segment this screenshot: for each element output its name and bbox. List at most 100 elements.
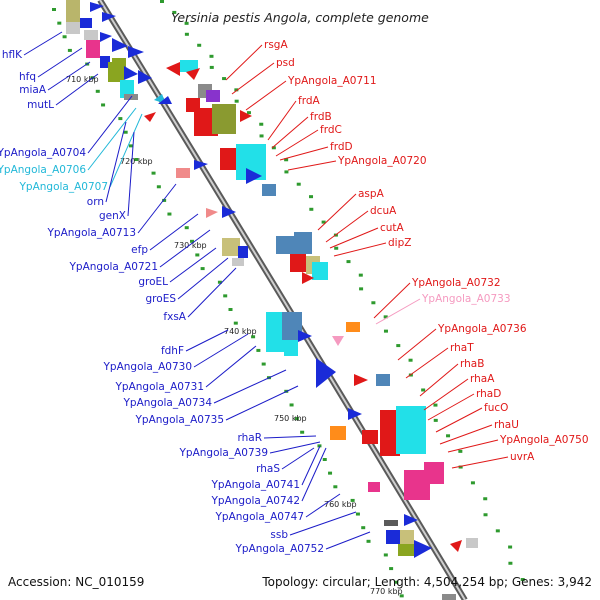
gene-label-left: YpAngola_A0752 (234, 543, 324, 555)
leader-line (287, 160, 337, 171)
leader-line (55, 73, 99, 106)
gene-label-right: rhaT (450, 342, 474, 354)
tick-label: 710 kbp (66, 75, 99, 84)
gene-label-left: YpAngola_A0734 (122, 397, 212, 409)
gene-block (222, 238, 240, 256)
gene-block (384, 520, 398, 526)
leader-line (447, 439, 499, 453)
gene-label-right: rhaU (494, 419, 519, 431)
gene-label-left: YpAngola_A0713 (46, 227, 136, 239)
leader-line (205, 345, 257, 388)
gene-block (312, 262, 328, 280)
gene-label-right: frdD (330, 141, 353, 153)
gene-label-left: YpAngola_A0747 (214, 511, 304, 523)
gene-label-right: frdB (310, 111, 332, 123)
gene-label-left: orn (87, 196, 104, 208)
leader-line (329, 227, 379, 249)
gene-label-right: YpAngola_A0736 (437, 323, 527, 335)
gene-block (66, 22, 80, 34)
gene-label-right: rhaB (460, 358, 484, 370)
gene-arrow (144, 112, 156, 122)
gene-block (386, 530, 400, 544)
gene-block (176, 168, 190, 178)
gene-label-left: miaA (19, 84, 47, 96)
leader-line (185, 329, 229, 352)
gene-arrow (166, 62, 180, 76)
leader-line (375, 298, 421, 325)
gene-arrow (112, 38, 128, 52)
gene-arrow (414, 540, 432, 558)
gene-arrow (194, 160, 208, 170)
gene-label-right: YpAngola_A0711 (287, 75, 377, 87)
tick-label: 730 kbp (174, 241, 207, 250)
topology-summary: Topology: circular; Length: 4,504,254 bp… (261, 575, 592, 589)
gene-label-left: hfq (19, 71, 36, 83)
gene-label-left: YpAngola_A0741 (210, 479, 300, 491)
leader-line (267, 100, 297, 141)
gene-arrow (102, 12, 116, 22)
leader-line (23, 31, 63, 56)
gene-label-left: ssb (270, 529, 288, 541)
gene-label-left: rhaR (237, 432, 262, 444)
gene-block (220, 148, 236, 170)
gene-block (424, 462, 444, 484)
gene-arrow (138, 70, 152, 84)
tick-label: 760 kbp (324, 500, 357, 509)
gene-label-right: rhaA (470, 373, 495, 385)
gene-block (396, 406, 426, 454)
gene-block (442, 594, 456, 600)
gene-block (282, 312, 302, 340)
gene-label-left: rhaS (256, 463, 280, 475)
leader-line (275, 129, 319, 157)
gene-block (362, 430, 378, 444)
gene-label-right: fucO (484, 402, 508, 414)
gene-label-right: frdC (320, 124, 342, 136)
leader-line (87, 107, 137, 171)
gene-block (206, 90, 220, 102)
gene-label-right: rsgA (264, 39, 288, 51)
gene-block (400, 530, 414, 544)
gene-label-right: dcuA (370, 205, 397, 217)
leader-line (47, 61, 91, 91)
leader-line (245, 80, 287, 111)
gene-block (398, 544, 414, 556)
leader-line (177, 257, 229, 300)
leader-line (149, 213, 199, 251)
gene-label-right: YpAngola_A0720 (337, 155, 427, 167)
gene-arrow (316, 358, 336, 388)
gene-arrow (404, 514, 418, 526)
gene-label-left: YpAngola_A0721 (68, 261, 158, 273)
leader-line (333, 242, 387, 257)
leader-line (193, 333, 249, 368)
gene-label-left: YpAngola_A0730 (102, 361, 192, 373)
gene-block (284, 340, 298, 356)
gene-arrow (298, 330, 312, 342)
gene-labels: hflKhfqmiaAmutLYpAngola_A0704YpAngola_A0… (0, 39, 589, 555)
gene-label-left: YpAngola_A0706 (0, 164, 86, 176)
gene-block (368, 482, 380, 492)
leader-lines (23, 31, 509, 550)
leader-line (419, 363, 459, 397)
gene-label-left: YpAngola_A0739 (178, 447, 268, 459)
gene-arrow (158, 96, 172, 104)
gene-block (290, 254, 306, 272)
gene-arrow (100, 32, 112, 42)
gene-label-left: efp (131, 244, 148, 256)
gene-label-left: YpAngola_A0731 (114, 381, 204, 393)
leader-line (105, 121, 127, 203)
gene-arrow (348, 408, 362, 420)
gene-block (238, 246, 248, 258)
gene-block (330, 426, 346, 440)
gene-arrow (354, 374, 368, 386)
gene-arrow (450, 540, 462, 552)
gene-arrow (332, 336, 344, 346)
gene-arrow (246, 168, 262, 184)
gene-arrow (128, 46, 144, 58)
leader-line (263, 435, 317, 439)
leader-line (427, 393, 475, 421)
gene-block (276, 236, 294, 254)
gene-label-left: fdhF (161, 345, 184, 357)
gene-block (120, 80, 134, 98)
